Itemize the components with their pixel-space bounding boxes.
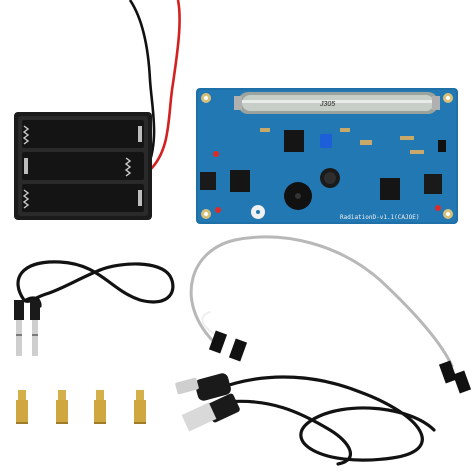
ic-chip-3	[380, 178, 400, 200]
power-switch	[438, 140, 446, 152]
usb-plug	[181, 393, 240, 432]
audio-jack	[200, 172, 216, 190]
jumper-connectors	[208, 330, 472, 394]
radiation-symbol	[251, 205, 265, 219]
dc-plug	[175, 373, 231, 401]
usb-dc-cable	[218, 375, 436, 466]
battery-holder	[14, 112, 152, 220]
audio-plugs	[14, 300, 40, 356]
dc-jack	[424, 174, 442, 194]
battery-wires	[128, 0, 181, 173]
ic-chip-1	[284, 130, 304, 152]
battery-springs	[22, 125, 132, 209]
tube-print: J305	[319, 101, 335, 108]
black-wire	[128, 0, 156, 173]
pcb-silkscreen-label: RadiationD-v1.1(CAJOE)	[340, 214, 419, 221]
geiger-tube: J305	[234, 92, 440, 114]
standoff-4	[134, 390, 146, 424]
geiger-counter-board: J305 RadiationD-v1.1(CAJOE	[196, 88, 458, 224]
brass-standoffs	[16, 390, 146, 424]
audio-cable	[16, 260, 175, 308]
standoff-3	[94, 390, 106, 424]
standoff-1	[16, 390, 28, 424]
ic-chip-2	[230, 170, 250, 192]
standoff-2	[56, 390, 68, 424]
jumper-wire	[189, 235, 454, 368]
red-wire	[149, 0, 181, 171]
